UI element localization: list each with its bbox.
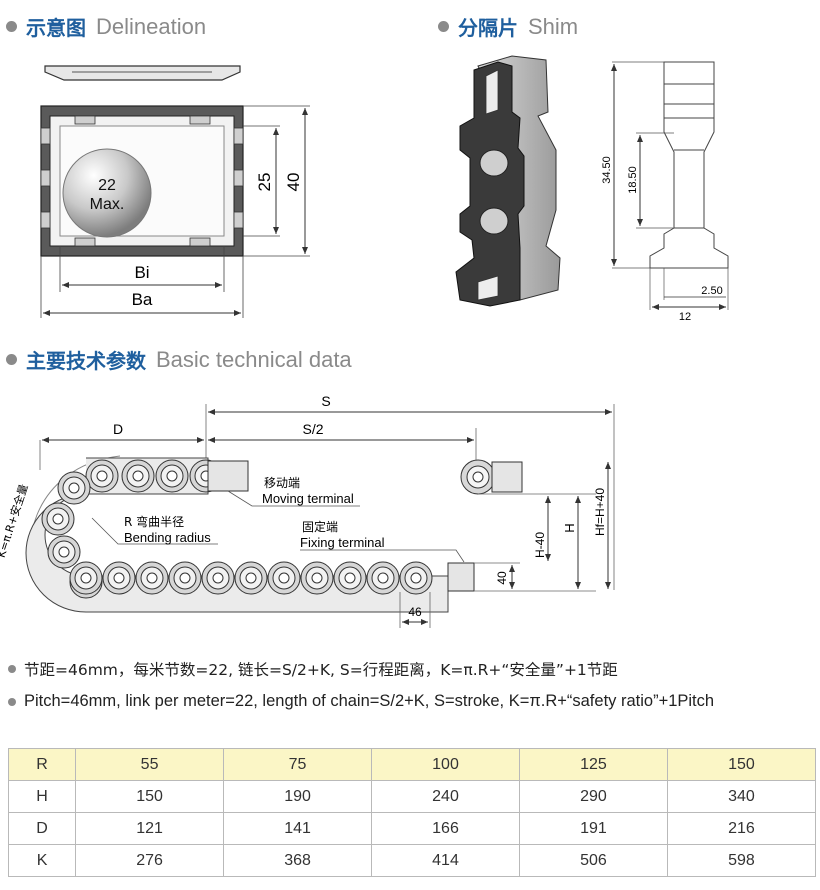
heading-zh: 示意图 [26,16,86,40]
max-size-value: 22 [98,177,116,194]
table-cell: 506 [519,844,668,877]
bullet-icon [8,665,16,673]
table-cell: 368 [223,844,373,877]
table-cell: 598 [666,844,817,877]
chain-link-roller [179,572,191,584]
heading-zh: 分隔片 [458,16,518,40]
dim-s-half-label: S/2 [302,421,323,437]
chain-link-roller [245,572,257,584]
bending-radius-zh: R 弯曲半径 [124,514,184,529]
technical-drawings: 22 Max. 25 40 Bi Ba [0,55,729,628]
section-heading-basic-data: 主要技术参数 Basic technical data [6,345,352,374]
shim-width-dim: 12 [679,311,691,323]
table-cell: 276 [75,844,225,877]
heading-en: Shim [528,13,579,39]
chain-link-roller [80,572,92,584]
moving-terminal-block [207,460,249,492]
dim-46-label: 46 [408,605,422,619]
chain-link-roller [212,572,224,584]
chain-link-roller [52,513,64,525]
delineation-figure: 22 Max. 25 40 Bi Ba [40,65,310,318]
table-cell: 150 [666,748,817,781]
chain-link-roller [166,470,178,482]
fixing-terminal-block [447,562,475,592]
section-heading-delineation: 示意图 Delineation [6,12,206,41]
fixing-terminal-en: Fixing terminal [300,535,385,550]
table-cell: 191 [519,812,668,845]
heading-en: Basic technical data [156,346,352,372]
dim-h-minus-label: H-40 [533,532,547,558]
bi-label: Bi [134,263,149,282]
chain-link-roller [68,482,80,494]
table-cell: 125 [519,748,668,781]
chain-link-roller [410,572,422,584]
chain-link-roller [146,572,158,584]
chain-figure: S S/2 D K=π.R+安全量 移动端 Moving terminal R … [0,393,615,628]
chain-link-roller [58,546,70,558]
table-row: D 121 141 166 191 216 [7,812,817,845]
table-cell: 190 [223,780,373,813]
shim-small-dim: 2.50 [701,285,722,297]
row-label: H [7,780,77,813]
moving-terminal-en: Moving terminal [262,491,354,506]
table-cell: 240 [371,780,520,813]
note-english: Pitch=46mm, link per meter=22, length of… [8,692,714,711]
table-cell: 75 [223,748,373,781]
heading-en: Delineation [96,13,207,39]
table-cell: 100 [371,748,520,781]
max-size-label: Max. [90,196,125,213]
inner-height-label: 25 [255,173,274,192]
section-heading-shim: 分隔片 Shim [438,12,578,41]
bending-radius-en: Bending radius [124,530,211,545]
chain-link-roller [96,470,108,482]
table-cell: 166 [371,812,520,845]
note-english-text: Pitch=46mm, link per meter=22, length of… [24,692,715,710]
bullet-icon [6,354,17,365]
technical-data-table: R 55 75 100 125 150 H 150 190 240 290 34… [7,748,817,877]
table-cell: 121 [75,812,225,845]
table-row: R 55 75 100 125 150 [7,748,817,781]
note-chinese: 节距=46mm，每米节数=22, 链长=S/2+K, S=行程距离，K=π.R+… [8,658,618,680]
table-cell: 141 [223,812,373,845]
shim-figure: 34.50 18.50 2.50 12 [455,55,729,323]
heading-zh: 主要技术参数 [26,349,146,373]
chain-link-roller [311,572,323,584]
table-cell: 150 [75,780,225,813]
row-label: K [7,844,77,877]
dim-d-label: D [113,421,123,437]
fixing-terminal-zh: 固定端 [302,519,338,534]
chain-link-roller [132,470,144,482]
table-cell: 414 [371,844,520,877]
row-label: R [7,748,77,781]
bullet-icon [8,697,16,706]
chain-link-roller [278,572,290,584]
dim-40-label: 40 [495,571,509,585]
shim-elevation [649,61,729,269]
note-chinese-text: 节距=46mm，每米节数=22, 链长=S/2+K, S=行程距离，K=π.R+… [24,661,618,679]
shim-total-height: 34.50 [601,156,613,184]
max-ball [62,148,152,238]
moving-terminal-zh: 移动端 [264,476,300,490]
table-cell: 340 [666,780,817,813]
ba-label: Ba [132,290,153,309]
table-cell: 55 [75,748,225,781]
table-row: H 150 190 240 290 340 [7,780,817,813]
dim-hf-label: Hf=H+40 [593,488,607,536]
chain-link-roller [113,572,125,584]
chain-link-roller [377,572,389,584]
bullet-icon [438,21,449,32]
outer-height-label: 40 [284,173,303,192]
bullet-icon [6,21,17,32]
chain-link-roller [344,572,356,584]
chain-links [41,459,433,599]
row-label: D [7,812,77,845]
table-cell: 290 [519,780,668,813]
table-row: K 276 368 414 506 598 [7,844,817,877]
table-cell: 216 [666,812,817,845]
dim-s-label: S [321,393,330,409]
dim-h-label: H [562,523,577,532]
link-top-view [44,65,241,81]
shim-mid-height: 18.50 [627,166,639,194]
shim-body-front [455,61,525,307]
